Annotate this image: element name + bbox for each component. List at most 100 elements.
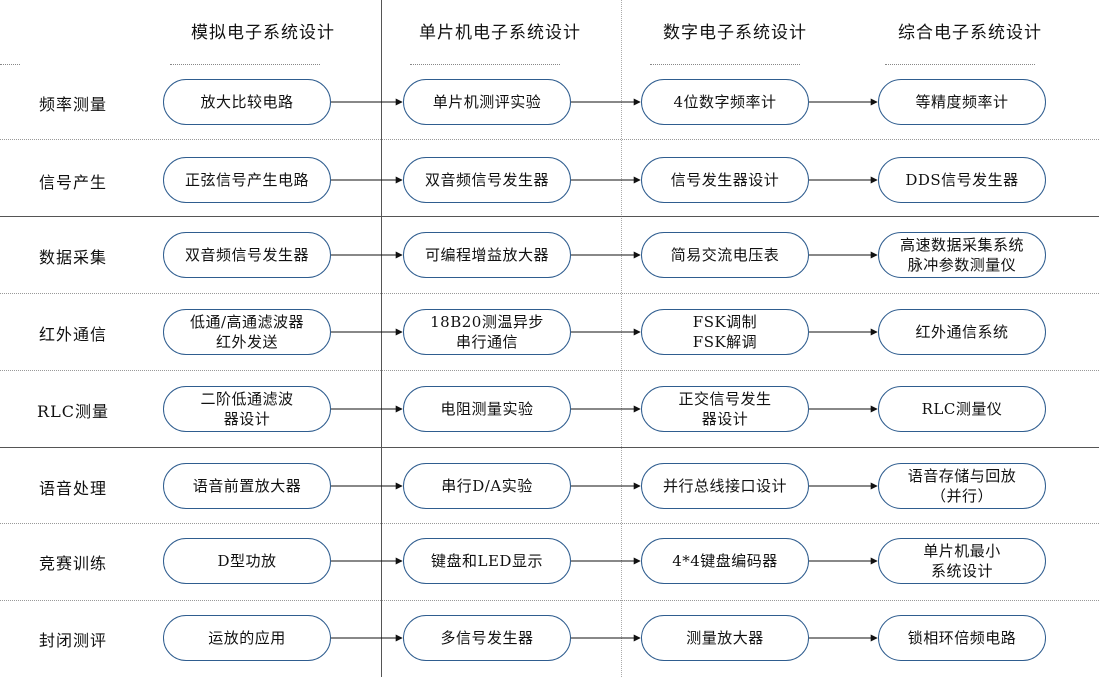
course-node: 放大比较电路 [163, 79, 331, 125]
course-node-text: 双音频信号发生器 [425, 170, 549, 190]
row-label: 信号产生 [38, 173, 107, 192]
course-node: 多信号发生器 [403, 615, 571, 661]
course-node-line: DDS信号发生器 [905, 171, 1019, 189]
course-node-text: 正交信号发生器设计 [678, 389, 771, 429]
row-label: 红外通信 [38, 325, 107, 344]
course-node-text: 并行总线接口设计 [663, 476, 787, 496]
course-node-text: 低通/高通滤波器红外发送 [190, 312, 304, 352]
course-node-text: 信号发生器设计 [671, 170, 780, 190]
course-node-line: 系统设计 [930, 562, 993, 580]
course-node-line: 多信号发生器 [440, 629, 534, 647]
header-underline [0, 64, 20, 65]
course-node: D型功放 [163, 538, 331, 584]
course-node-text: 等精度频率计 [915, 92, 1008, 112]
course-node: 语音前置放大器 [163, 463, 331, 509]
course-node: 低通/高通滤波器红外发送 [163, 309, 331, 355]
course-node-text: 简易交流电压表 [671, 245, 780, 265]
course-node-text: 串行D/A实验 [441, 476, 532, 496]
course-node-text: 4*4键盘编码器 [672, 551, 778, 571]
course-node: 4*4键盘编码器 [641, 538, 809, 584]
row-separator [0, 293, 1099, 294]
course-node-line: 二阶低通滤波 [200, 390, 294, 408]
course-node: 并行总线接口设计 [641, 463, 809, 509]
course-node: 锁相环倍频电路 [878, 615, 1046, 661]
course-node-line: 4*4键盘编码器 [672, 552, 778, 570]
course-node-line: 器设计 [223, 410, 271, 428]
course-node-line: 串行通信 [455, 333, 518, 351]
course-node: 18B20测温异步串行通信 [403, 309, 571, 355]
course-node-text: 语音前置放大器 [193, 476, 302, 496]
row-label: 竞赛训练 [38, 554, 107, 573]
course-node-text: 锁相环倍频电路 [908, 628, 1017, 648]
column-header-digital: 数字电子系统设计 [663, 23, 807, 43]
course-node-line: 4位数字频率计 [673, 93, 777, 111]
course-node: RLC测量仪 [878, 386, 1046, 432]
column-divider [621, 0, 622, 677]
course-node-line: 正交信号发生 [678, 390, 772, 408]
course-node-text: 电阻测量实验 [440, 399, 533, 419]
course-node-line: 简易交流电压表 [670, 246, 780, 264]
course-node-text: 语音存储与回放（并行） [908, 466, 1017, 506]
course-node-line: 单片机最小 [923, 542, 1001, 560]
header-underline [410, 64, 560, 65]
course-node-line: 串行D/A实验 [441, 477, 533, 495]
course-node-text: 4位数字频率计 [673, 92, 776, 112]
course-node: 简易交流电压表 [641, 232, 809, 278]
course-node-line: D型功放 [217, 552, 277, 570]
course-node-line: 双音频信号发生器 [184, 246, 309, 264]
course-node-text: 红外通信系统 [915, 322, 1008, 342]
course-node-line: 脉冲参数测量仪 [907, 256, 1017, 274]
course-node-line: 红外发送 [215, 333, 278, 351]
course-node-line: 单片机测评实验 [432, 93, 542, 111]
column-header-mcu: 单片机电子系统设计 [419, 23, 581, 43]
course-node-text: 运放的应用 [208, 628, 286, 648]
course-node-text: 可编程增益放大器 [425, 245, 549, 265]
course-node-line: 测量放大器 [686, 629, 764, 647]
course-node-line: 红外通信系统 [915, 323, 1009, 341]
column-header-integrated: 综合电子系统设计 [898, 23, 1042, 43]
course-node: DDS信号发生器 [878, 157, 1046, 203]
course-node-line: 器设计 [701, 410, 749, 428]
column-header-analog: 模拟电子系统设计 [191, 23, 335, 43]
course-node-text: 18B20测温异步串行通信 [430, 312, 544, 352]
course-node-text: 多信号发生器 [440, 628, 533, 648]
row-label: 语音处理 [38, 479, 107, 498]
row-separator [0, 523, 1099, 524]
course-node: 单片机测评实验 [403, 79, 571, 125]
course-node-line: FSK调制 [692, 313, 758, 331]
course-node: 高速数据采集系统脉冲参数测量仪 [878, 232, 1046, 278]
header-underline [885, 64, 1035, 65]
course-node: 红外通信系统 [878, 309, 1046, 355]
course-node-text: 测量放大器 [686, 628, 764, 648]
row-label: 封闭测评 [38, 631, 107, 650]
course-node-line: 并行总线接口设计 [662, 477, 787, 495]
course-node: 单片机最小系统设计 [878, 538, 1046, 584]
course-node-line: RLC测量仪 [921, 400, 1003, 418]
course-node-line: （并行） [930, 487, 993, 505]
course-node: 运放的应用 [163, 615, 331, 661]
course-node-text: 正弦信号产生电路 [185, 170, 309, 190]
course-node-text: 单片机测评实验 [433, 92, 542, 112]
course-node-line: 等精度频率计 [915, 93, 1009, 111]
column-divider [381, 0, 382, 677]
course-node-text: RLC测量仪 [922, 399, 1003, 419]
course-node-line: 18B20测温异步 [430, 313, 544, 331]
row-separator [0, 600, 1099, 601]
course-node-line: 电阻测量实验 [440, 400, 534, 418]
course-node: 双音频信号发生器 [163, 232, 331, 278]
course-node-text: 双音频信号发生器 [185, 245, 309, 265]
course-node-line: 低通/高通滤波器 [189, 313, 305, 331]
course-node-text: 放大比较电路 [200, 92, 293, 112]
course-node-text: 键盘和LED显示 [431, 551, 543, 571]
header-underline [170, 64, 320, 65]
course-node-line: 双音频信号发生器 [424, 171, 549, 189]
course-node: 电阻测量实验 [403, 386, 571, 432]
course-node-line: 键盘和LED显示 [431, 552, 543, 570]
course-node-text: 高速数据采集系统脉冲参数测量仪 [900, 235, 1024, 275]
course-node-line: 运放的应用 [208, 629, 286, 647]
course-node: 双音频信号发生器 [403, 157, 571, 203]
